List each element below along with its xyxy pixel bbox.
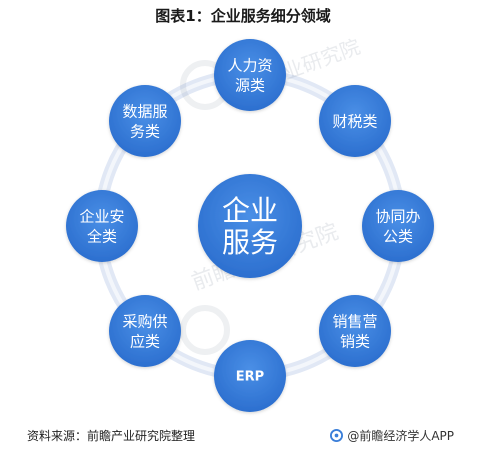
node-label-data-2: 务类	[130, 122, 160, 140]
brand-credit: @前瞻经济学人APP	[330, 427, 454, 444]
node-label-hr-1: 人力资	[227, 56, 272, 74]
node-circle-tax	[319, 85, 391, 157]
node-label-sales-2: 销类	[340, 332, 370, 350]
node-label-hr-2: 源类	[235, 76, 265, 94]
node-circle-hr	[214, 39, 286, 111]
node-label-sales-1: 销售营	[332, 312, 377, 330]
node-label-office-2: 公类	[383, 227, 413, 245]
page-title: 图表1：企业服务细分领域	[155, 7, 331, 25]
brand-text: @前瞻经济学人APP	[347, 429, 454, 443]
brand-logo-icon	[330, 429, 344, 442]
node-circle-data	[109, 85, 181, 157]
node-circle-office	[362, 190, 434, 262]
node-circle-security	[66, 190, 138, 262]
node-label-security-1: 企业安	[79, 207, 124, 225]
node-label-tax-1: 财税类	[332, 112, 377, 130]
center-node: 企业 服务	[198, 174, 302, 278]
source-note: 资料来源：前瞻产业研究院整理	[27, 429, 196, 443]
node-label-procurement-1: 采购供	[122, 312, 167, 330]
node-circle-erp	[214, 340, 286, 412]
center-label-line1: 企业	[222, 194, 278, 227]
node-label-data-1: 数据服	[122, 102, 167, 120]
node-label-office-1: 协同办	[375, 207, 420, 225]
node-circle-sales	[319, 295, 391, 367]
node-erp: ERP	[214, 340, 286, 412]
node-label-erp-1: ERP	[236, 370, 264, 385]
node-circle-procurement	[109, 295, 181, 367]
node-label-procurement-2: 应类	[130, 332, 160, 350]
node-tax: 财税类	[319, 85, 391, 157]
center-label-line2: 服务	[222, 226, 278, 259]
node-label-security-2: 全类	[87, 227, 117, 245]
